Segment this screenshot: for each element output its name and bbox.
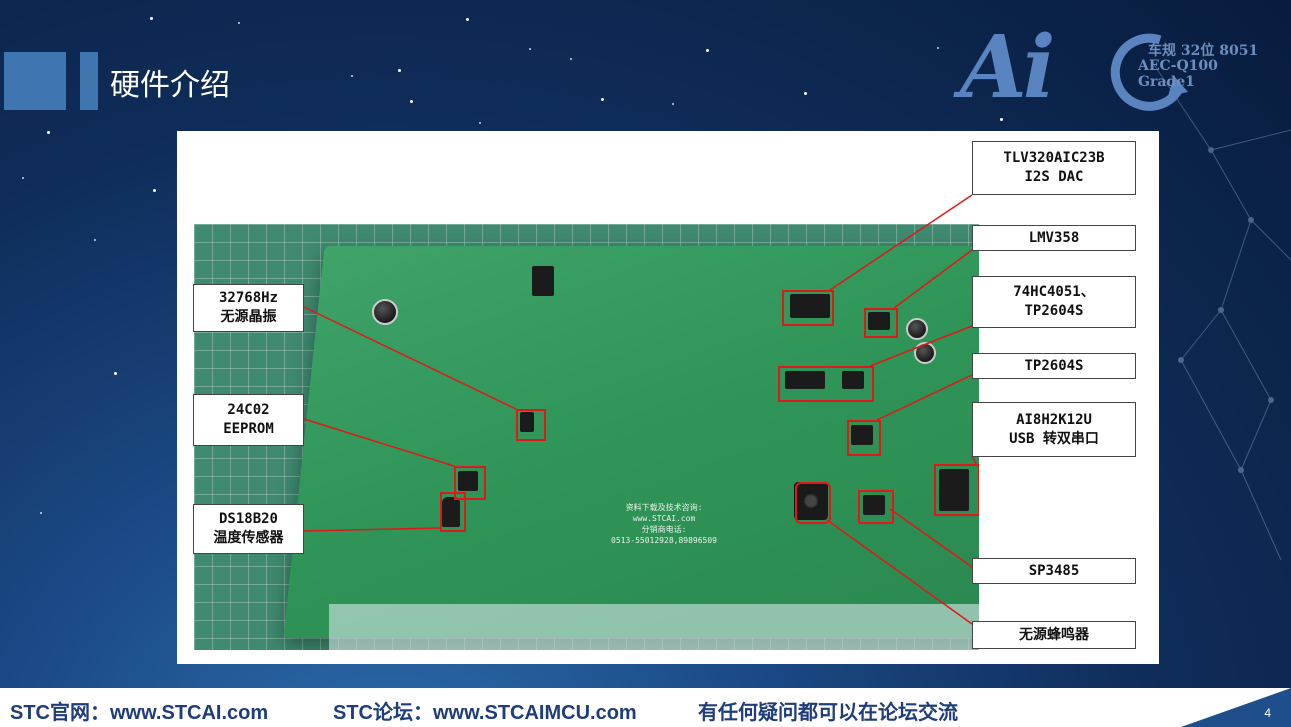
chip-tp2604s-a (842, 371, 864, 389)
acrylic-case (329, 604, 979, 650)
callout-lines (303, 194, 977, 625)
footer-forum: STC论坛：www.STCAIMCU.com (333, 702, 637, 724)
silkscreen-line-3: 分销商电话: (641, 525, 687, 534)
label-mux-line1: 74HC4051、 (1013, 284, 1095, 300)
board-photo: 资料下载及技术咨询: www.STCAI.com 分销商电话: 0513-550… (194, 224, 979, 650)
label-24c02-eeprom: 24C02 EEPROM (193, 394, 304, 446)
label-temp-line2: 温度传感器 (213, 530, 284, 546)
highlight-tlv320aic23b (782, 290, 834, 326)
label-tlv320aic23b: TLV320AIC23B I2S DAC (972, 141, 1136, 195)
chip-lmv358 (868, 312, 890, 330)
label-osc-line1: 32768Hz (218, 290, 278, 306)
label-eeprom-line2: EEPROM (223, 421, 274, 437)
label-lmv358: LMV358 (972, 225, 1136, 251)
chip-top-small (532, 266, 554, 296)
label-74hc4051-tp2604s: 74HC4051、 TP2604S (972, 276, 1136, 328)
chip-ai8h2k12u (939, 469, 969, 511)
silkscreen-line-4: 0513-55012928,89896509 (611, 536, 717, 545)
label-passive-buzzer: 无源蜂鸣器 (972, 621, 1136, 649)
label-rs485-line1: SP3485 (1028, 562, 1080, 579)
silkscreen-line-1: 资料下载及技术咨询: (625, 503, 703, 512)
logo-mark: Ai (960, 17, 1055, 118)
highlight-74hc4051 (778, 366, 874, 402)
logo-tagline-2: AEC-Q100 Grade1 (1138, 58, 1218, 90)
highlight-24c02 (454, 466, 486, 500)
label-dac-line2: I2S DAC (1024, 169, 1084, 185)
label-sp3485: SP3485 (972, 558, 1136, 584)
chip-sp3485 (863, 495, 885, 515)
label-dac-line1: TLV320AIC23B (1003, 150, 1105, 166)
label-usb-line2: USB 转双串口 (1009, 430, 1099, 447)
label-buzzer-line1: 无源蜂鸣器 (1019, 626, 1089, 643)
title-accent-block (4, 52, 66, 110)
highlight-sp3485 (858, 490, 894, 524)
capacitor-right-b (914, 342, 936, 364)
label-osc-line2: 无源晶振 (220, 309, 277, 325)
buzzer-component (794, 482, 828, 520)
hardware-figure-panel: 资料下载及技术咨询: www.STCAI.com 分销商电话: 0513-550… (177, 131, 1159, 664)
ai-logo: Ai 车规 32位 8051 AEC-Q100 Grade1 (960, 22, 1270, 114)
label-opamp-line1: LMV358 (1028, 229, 1080, 246)
label-tp-line1: TP2604S (1024, 357, 1084, 374)
silkscreen-line-2: www.STCAI.com (632, 514, 696, 523)
logo-swoosh-icon (1110, 33, 1188, 111)
label-usb-line1: AI8H2K12U (1016, 411, 1092, 428)
chip-ds18b20 (442, 497, 460, 527)
logo-tagline-1: 车规 32位 8051 (1148, 43, 1259, 59)
footer-official-site: STC官网：www.STCAI.com (10, 702, 269, 724)
chip-tlv320aic23b (790, 294, 830, 318)
footer-note: 有任何疑问都可以在论坛交流 (698, 702, 958, 724)
highlight-ds18b20 (440, 492, 466, 532)
label-ai8h2k12u-usb: AI8H2K12U USB 转双串口 (972, 402, 1136, 457)
slide-footer: STC官网：www.STCAI.com STC论坛：www.STCAIMCU.c… (0, 688, 1291, 727)
chip-tp2604s-b (851, 425, 873, 445)
label-ds18b20-sensor: DS18B20 温度传感器 (193, 504, 304, 554)
highlight-crystal (516, 409, 546, 441)
board-silkscreen: 资料下载及技术咨询: www.STCAI.com 分销商电话: 0513-550… (594, 502, 734, 546)
highlight-tp2604s (847, 420, 881, 456)
label-eeprom-line1: 24C02 (227, 402, 270, 418)
label-32768hz-crystal: 32768Hz 无源晶振 (193, 284, 304, 332)
slide-title-bar: 硬件介绍 (0, 50, 800, 110)
page-number: 4 (1264, 706, 1271, 720)
label-tp2604s: TP2604S (972, 353, 1136, 379)
highlight-ai8h2k12u (934, 464, 979, 516)
capacitor-right-a (906, 318, 928, 340)
footer-corner-accent (1181, 688, 1291, 727)
chip-24c02 (458, 471, 478, 491)
highlight-lmv358 (864, 308, 898, 338)
chip-74hc4051 (785, 371, 825, 389)
crystal-32768 (520, 412, 534, 432)
slide-title: 硬件介绍 (110, 68, 230, 103)
highlight-buzzer (795, 482, 831, 524)
label-temp-line1: DS18B20 (218, 511, 278, 527)
title-accent-stripe (80, 52, 98, 110)
label-mux-line2: TP2604S (1024, 303, 1084, 319)
capacitor-left (372, 299, 398, 325)
